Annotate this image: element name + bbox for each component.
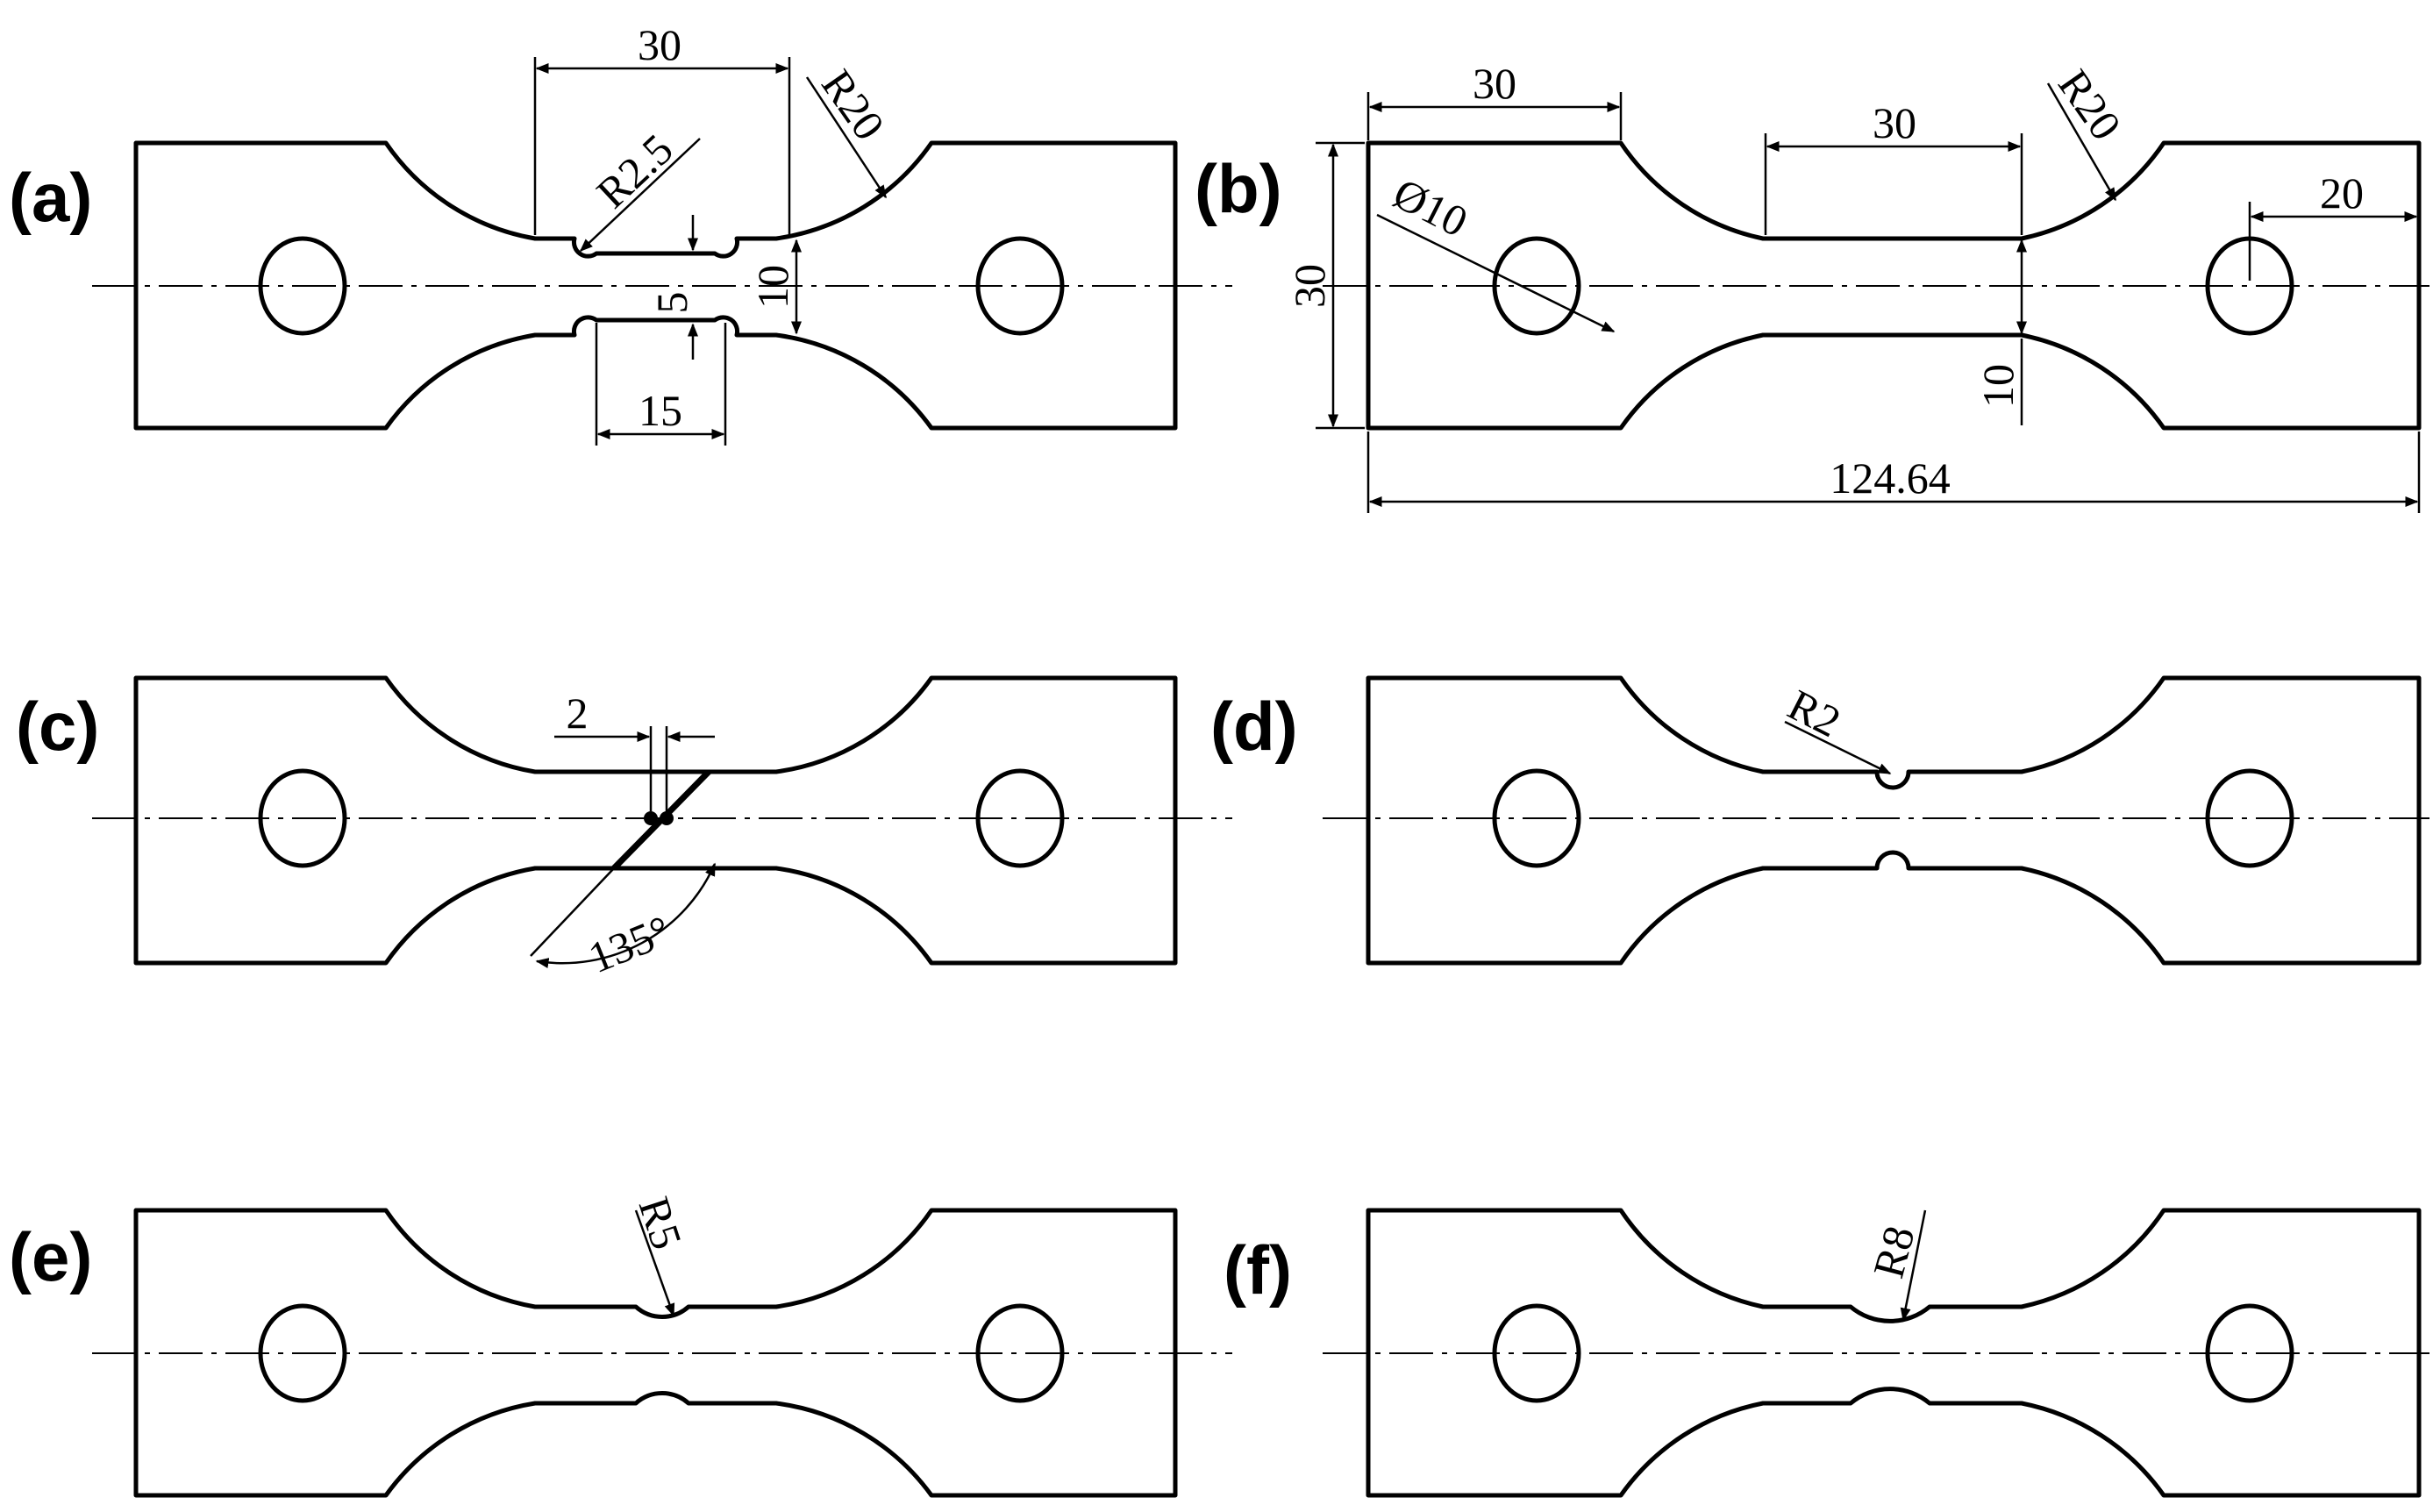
dim-notch-length: 15 bbox=[639, 386, 682, 435]
panel-d: (d) R2 bbox=[1210, 675, 2429, 966]
dim-min-width: 5 bbox=[647, 292, 696, 314]
specimen-outline bbox=[133, 140, 1178, 431]
panel-b: (b) 30 30 R20 Ø10 20 30 10 124 bbox=[1195, 59, 2429, 513]
dim-notch-radius: R8 bbox=[1864, 1221, 1924, 1283]
specimen-outline bbox=[133, 675, 1178, 966]
panel-label: (c) bbox=[16, 688, 99, 765]
panel-a: (a) 30 R2.5 R20 5 10 15 bbox=[9, 20, 1232, 446]
dim-gauge-length: 30 bbox=[638, 20, 681, 69]
panel-label: (e) bbox=[9, 1218, 92, 1295]
panel-label: (f) bbox=[1224, 1231, 1292, 1309]
dim-grip-length: 30 bbox=[1473, 59, 1516, 108]
panel-f: (f) R8 bbox=[1224, 1208, 2429, 1498]
dim-fillet-radius: R20 bbox=[2049, 61, 2131, 148]
dim-total-length: 124.64 bbox=[1830, 453, 1951, 503]
dim-crack-spacing: 2 bbox=[567, 688, 589, 738]
dim-total-width: 30 bbox=[1285, 264, 1334, 308]
specimen-outline bbox=[1366, 1208, 2422, 1498]
dim-notch-radius: R2.5 bbox=[587, 125, 681, 218]
dim-hole-offset: 20 bbox=[2320, 168, 2364, 218]
dim-notch-radius: R5 bbox=[630, 1191, 692, 1255]
dim-fillet-radius: R20 bbox=[812, 61, 895, 148]
dim-gauge-length: 30 bbox=[1873, 98, 1916, 147]
panel-c: (c) 2 135° bbox=[16, 675, 1232, 983]
panel-e: (e) R5 bbox=[9, 1191, 1232, 1498]
dim-crack-angle: 135° bbox=[581, 906, 677, 983]
specimen-outline bbox=[1366, 140, 2422, 431]
dim-gauge-width: 10 bbox=[1973, 364, 2023, 408]
specimen-outline bbox=[133, 1208, 1178, 1498]
panel-label: (b) bbox=[1195, 150, 1282, 227]
dim-hole-diameter: Ø10 bbox=[1386, 168, 1475, 246]
panel-label: (d) bbox=[1210, 688, 1298, 765]
specimen-outline bbox=[1366, 675, 2422, 966]
dim-notch-radius: R2 bbox=[1780, 680, 1848, 746]
dim-gauge-width: 10 bbox=[748, 265, 797, 309]
panel-label: (a) bbox=[9, 159, 92, 236]
